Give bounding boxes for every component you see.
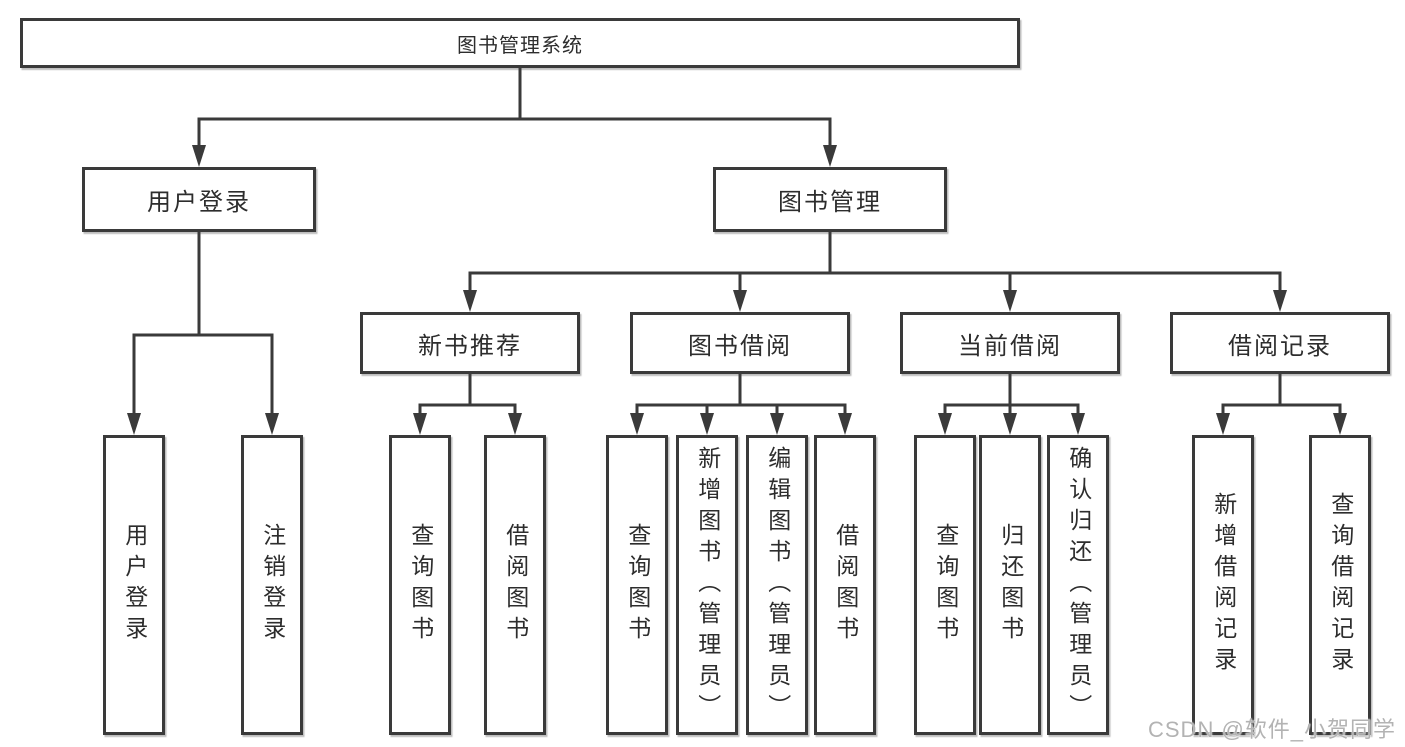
node-current-borrowing: 当前借阅 — [900, 312, 1120, 374]
leaf-confirm-return-admin-label: 确认归还（管理员） — [1065, 445, 1092, 725]
leaf-logout: 注销登录 — [241, 435, 303, 735]
connector-bookmgmt-to-level3 — [468, 232, 1282, 307]
connector-current-to-leaves — [943, 374, 1080, 430]
leaf-query-books-borrowing: 查询图书 — [606, 435, 668, 735]
leaf-query-books-current-label: 查询图书 — [932, 523, 959, 647]
node-book-borrowing: 图书借阅 — [630, 312, 850, 374]
leaf-query-books-current: 查询图书 — [914, 435, 976, 735]
leaf-query-borrow-record-label: 查询借阅记录 — [1327, 492, 1354, 678]
leaf-borrow-books-label: 借阅图书 — [832, 523, 859, 647]
leaf-query-borrow-record: 查询借阅记录 — [1309, 435, 1371, 735]
leaf-edit-books-admin: 编辑图书（管理员） — [746, 435, 808, 735]
connector-borrowing-to-leaves — [635, 374, 847, 430]
leaf-borrow-books-recommend: 借阅图书 — [484, 435, 546, 735]
leaf-add-borrow-record-label: 新增借阅记录 — [1210, 492, 1237, 678]
leaf-add-borrow-record: 新增借阅记录 — [1192, 435, 1254, 735]
leaf-user-login: 用户登录 — [103, 435, 165, 735]
leaf-confirm-return-admin: 确认归还（管理员） — [1047, 435, 1109, 735]
leaf-add-books-admin-label: 新增图书（管理员） — [694, 445, 721, 725]
leaf-user-login-label: 用户登录 — [121, 523, 148, 647]
leaf-query-books-recommend-label: 查询图书 — [407, 523, 434, 647]
connector-newbook-to-leaves — [418, 374, 517, 430]
leaf-borrow-books: 借阅图书 — [814, 435, 876, 735]
leaf-borrow-books-recommend-label: 借阅图书 — [502, 523, 529, 647]
node-book-management: 图书管理 — [713, 167, 947, 232]
connector-records-to-leaves — [1221, 374, 1342, 430]
csdn-watermark: CSDN @软件_小贺同学 — [1148, 717, 1397, 742]
connector-userlogin-to-leaves — [132, 232, 274, 430]
node-new-book-recommendation: 新书推荐 — [360, 312, 580, 374]
leaf-query-books-borrowing-label: 查询图书 — [624, 523, 651, 647]
leaf-return-books: 归还图书 — [979, 435, 1041, 735]
leaf-return-books-label: 归还图书 — [997, 523, 1024, 647]
node-borrowing-records: 借阅记录 — [1170, 312, 1390, 374]
leaf-logout-label: 注销登录 — [259, 523, 286, 647]
leaf-add-books-admin: 新增图书（管理员） — [676, 435, 738, 735]
leaf-query-books-recommend: 查询图书 — [389, 435, 451, 735]
node-user-login: 用户登录 — [82, 167, 316, 232]
connector-root-to-level2 — [197, 68, 832, 162]
node-library-management-system: 图书管理系统 — [20, 18, 1020, 68]
leaf-edit-books-admin-label: 编辑图书（管理员） — [764, 445, 791, 725]
